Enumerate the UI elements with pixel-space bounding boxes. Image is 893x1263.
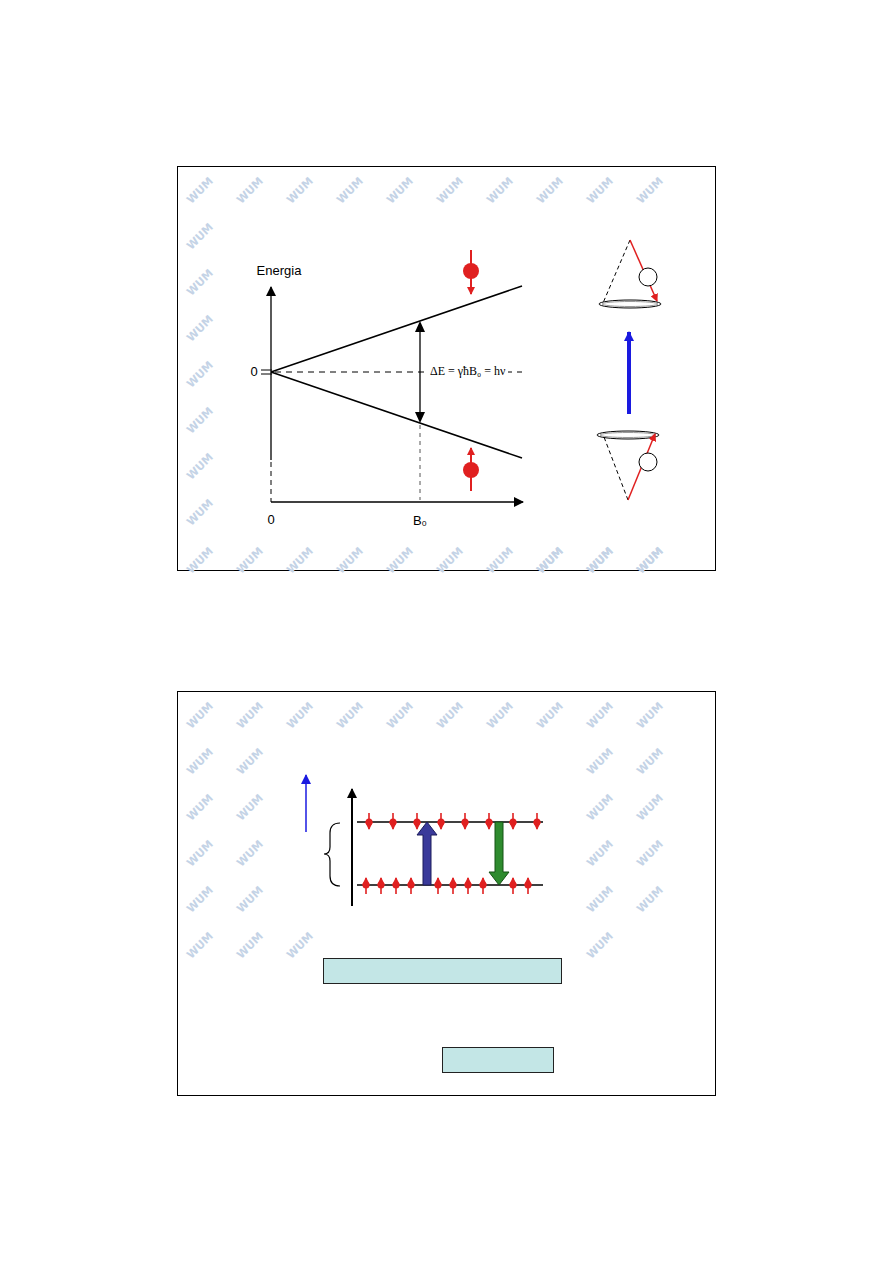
watermark: WUM (285, 930, 315, 960)
watermark: WUM (485, 175, 515, 205)
watermark: WUM (435, 175, 465, 205)
watermark: WUM (485, 700, 515, 730)
axis-value: 0 (267, 513, 274, 528)
axis-value: 0 (250, 365, 257, 380)
watermark: WUM (185, 359, 215, 389)
watermark: WUM (235, 838, 265, 868)
watermark: WUM (235, 792, 265, 822)
watermark: WUM (435, 700, 465, 730)
watermark: WUM (635, 838, 665, 868)
watermark: WUM (185, 746, 215, 776)
watermark: WUM (585, 930, 615, 960)
watermark: WUM (235, 700, 265, 730)
watermark: WUM (185, 405, 215, 435)
watermark: WUM (635, 884, 665, 914)
watermark: WUM (585, 838, 615, 868)
formula: ΔE = γħB₀ = hν (428, 365, 508, 379)
text-box (324, 959, 562, 984)
watermark: WUM (185, 930, 215, 960)
watermark: WUM (235, 930, 265, 960)
watermark: WUM (185, 838, 215, 868)
watermark: WUM (185, 700, 215, 730)
population-diagram (296, 766, 562, 908)
watermark: WUM (585, 884, 615, 914)
watermark: WUM (185, 175, 215, 205)
slide-frame (178, 167, 716, 571)
precession-cones (596, 228, 668, 512)
watermark: WUM (235, 884, 265, 914)
axis-label: B₀ (413, 514, 427, 529)
watermark: WUM (185, 497, 215, 527)
watermark: WUM (235, 175, 265, 205)
slide-frame (178, 692, 716, 1096)
watermark: WUM (385, 700, 415, 730)
watermark: WUM (185, 267, 215, 297)
axis-label: Energia (257, 264, 302, 279)
watermark: WUM (585, 175, 615, 205)
watermark: WUM (185, 451, 215, 481)
watermark: WUM (535, 700, 565, 730)
watermark: WUM (285, 175, 315, 205)
watermark: WUM (585, 700, 615, 730)
watermark: WUM (185, 221, 215, 251)
energy-graph (232, 250, 534, 530)
watermark: WUM (185, 313, 215, 343)
watermark: WUM (635, 175, 665, 205)
watermark: WUM (185, 884, 215, 914)
watermark: WUM (635, 746, 665, 776)
watermark: WUM (585, 792, 615, 822)
watermark: WUM (635, 700, 665, 730)
watermark: WUM (335, 175, 365, 205)
watermark: WUM (635, 792, 665, 822)
watermark: WUM (535, 175, 565, 205)
watermark: WUM (285, 700, 315, 730)
text-box (443, 1048, 554, 1073)
watermark: WUM (185, 792, 215, 822)
watermark: WUM (585, 746, 615, 776)
watermark: WUM (235, 746, 265, 776)
watermark: WUM (385, 175, 415, 205)
watermark: WUM (335, 700, 365, 730)
